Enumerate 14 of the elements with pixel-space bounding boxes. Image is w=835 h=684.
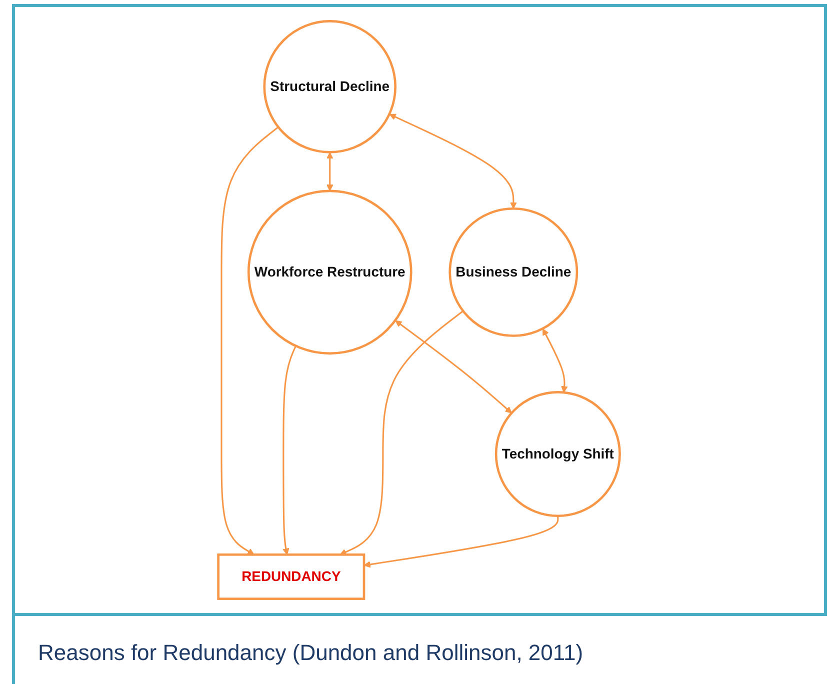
arrow xyxy=(396,320,512,414)
caption: Reasons for Redundancy (Dundon and Rollinson, 2011) xyxy=(38,640,584,666)
arrow xyxy=(390,114,518,209)
arrow xyxy=(340,310,464,556)
node-circle: Business Decline xyxy=(449,207,579,337)
node-box: REDUNDANCY xyxy=(218,553,366,600)
arrow xyxy=(542,328,568,393)
arrow xyxy=(364,516,560,568)
arrow xyxy=(221,126,280,555)
arrow xyxy=(283,346,297,555)
node-circle: Workforce Restructure xyxy=(248,190,413,355)
arrow xyxy=(326,152,334,192)
node-circle: Structural Decline xyxy=(264,20,397,154)
node-circle: Technology Shift xyxy=(495,391,622,518)
